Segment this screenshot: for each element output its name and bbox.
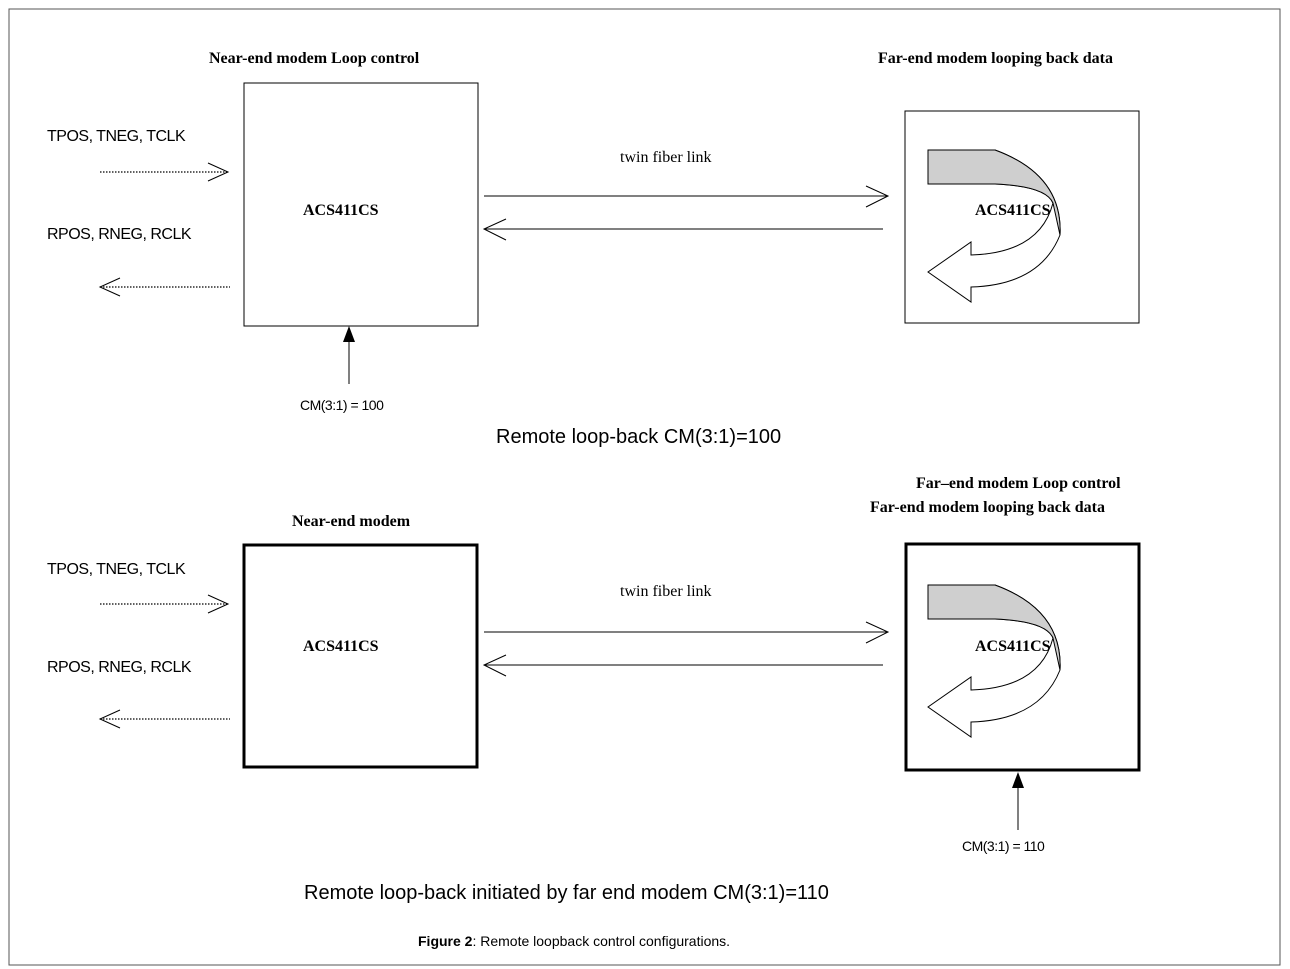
near-chip-label: ACS411CS [303,202,379,219]
near-end-modem-box [243,82,479,327]
cm-control-arrow [343,326,355,384]
near-chip-label-2: ACS411CS [303,638,379,655]
figure-number: Figure 2 [418,933,473,949]
cm-setting-label-2: CM(3:1) = 110 [962,838,1045,854]
rx-signal-label: RPOS, RNEG, RCLK [47,226,192,243]
fiber-link-label: twin fiber link [620,149,712,166]
far-end-title: Far-end modem looping back data [878,50,1113,67]
far-end-title-2a: Far–end modem Loop control [916,475,1121,492]
bottom-diagram-caption: Remote loop-back initiated by far end mo… [304,882,829,904]
near-end-title: Near-end modem Loop control [209,50,420,67]
tx-signal-label-2: TPOS, TNEG, TCLK [47,561,186,578]
far-end-modem-box-2 [904,542,1141,772]
fiber-return-arrow-2 [482,654,883,677]
far-end-modem-box [904,110,1140,324]
near-end-modem-box-2 [242,543,479,769]
fiber-forward-arrow-2 [484,621,890,644]
near-end-title-2: Near-end modem [292,513,411,530]
loopback-icon [927,149,1061,303]
rx-signal-label-2: RPOS, RNEG, RCLK [47,659,192,676]
far-chip-label: ACS411CS [975,202,1051,219]
tx-input-arrow-2 [100,594,230,614]
fiber-return-arrow [482,218,883,241]
figure-frame [8,8,1281,966]
fiber-link-label-2: twin fiber link [620,583,712,600]
cm-setting-label: CM(3:1) = 100 [300,397,384,413]
tx-input-arrow [100,162,230,182]
rx-output-arrow [98,277,230,297]
tx-signal-label: TPOS, TNEG, TCLK [47,128,186,145]
loopback-icon-2 [927,584,1061,738]
cm-control-arrow-2 [1012,772,1024,830]
figure-caption: Figure 2: Remote loopback control config… [418,933,730,949]
figure-caption-text: : Remote loopback control configurations… [472,933,731,949]
fiber-forward-arrow [484,185,890,208]
rx-output-arrow-2 [98,709,230,729]
top-diagram-caption: Remote loop-back CM(3:1)=100 [496,426,782,448]
far-chip-label-2: ACS411CS [975,638,1051,655]
far-end-title-2b: Far-end modem looping back data [870,499,1105,516]
